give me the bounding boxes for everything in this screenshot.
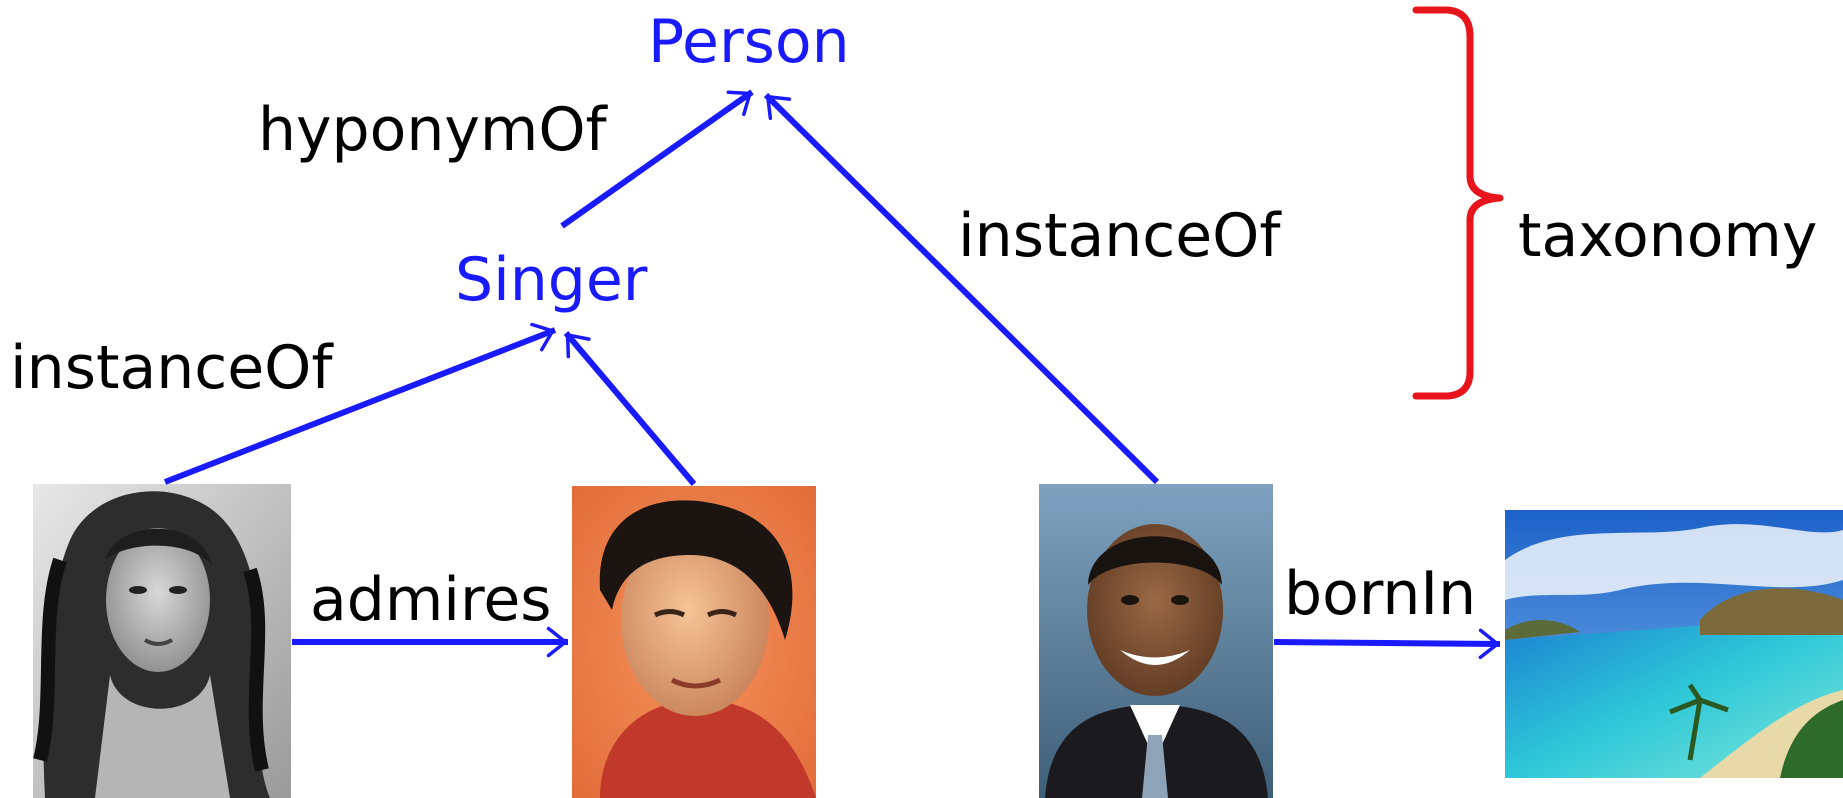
edge-label-instanceof-person: instanceOf (958, 201, 1282, 271)
madonna-photo (33, 484, 291, 798)
bornin-arrow (1273, 628, 1501, 660)
edge-label-bornin: bornIn (1284, 559, 1476, 629)
hyponymof-arrow (560, 89, 754, 229)
taxonomy-brace (1412, 6, 1504, 400)
node-person: Person (648, 7, 850, 77)
node-singer: Singer (455, 245, 648, 315)
brace-label-taxonomy: taxonomy (1518, 201, 1817, 271)
edge-label-hyponymof: hyponymOf (258, 95, 609, 165)
elvis-photo (572, 486, 816, 798)
elvis-to-singer-arrow (563, 331, 697, 486)
edge-label-admires: admires (310, 565, 552, 635)
edge-label-instanceof-singer: instanceOf (10, 333, 334, 403)
obama-instanceof-arrow (763, 92, 1160, 485)
obama-photo (1039, 484, 1273, 798)
hawaii-photo (1505, 510, 1843, 778)
singer-to-madonna-instanceof-arrow (163, 322, 557, 485)
